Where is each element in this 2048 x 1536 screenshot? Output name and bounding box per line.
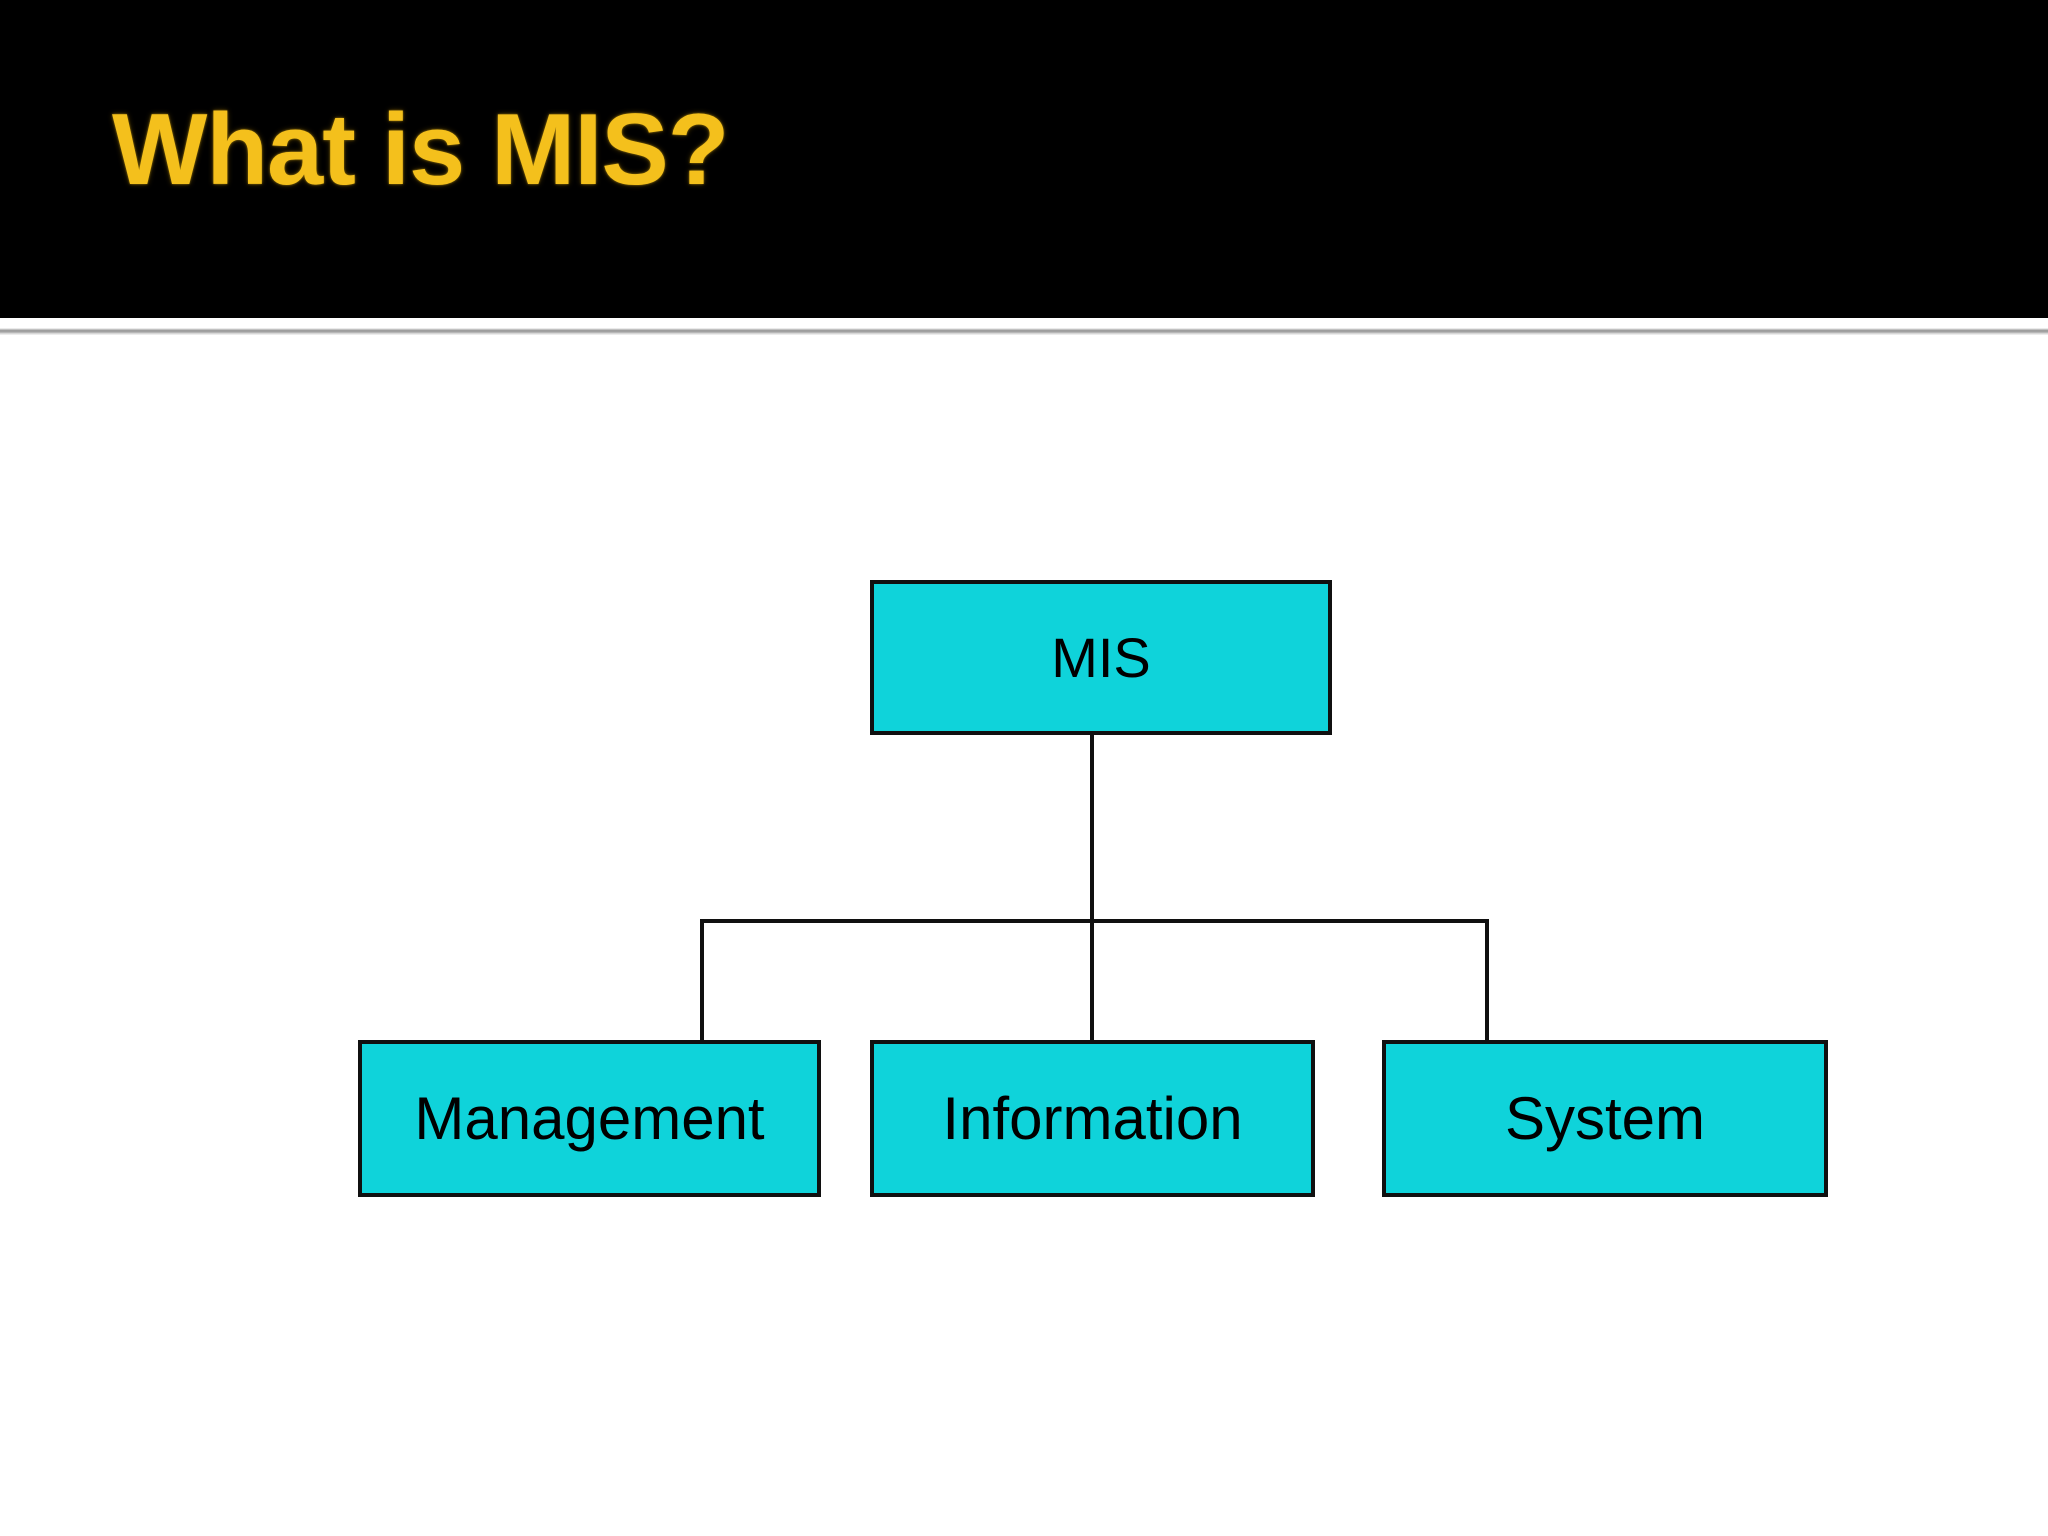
node-information: Information — [870, 1040, 1315, 1197]
node-mis-label: MIS — [1051, 626, 1151, 689]
node-information-label: Information — [942, 1085, 1243, 1152]
connector-drop-system — [1485, 919, 1489, 1042]
node-management-label: Management — [414, 1085, 765, 1152]
node-system: System — [1382, 1040, 1828, 1197]
slide-header-band: What is MIS? — [0, 0, 2048, 318]
connector-drop-management — [700, 919, 704, 1042]
header-divider-rule — [0, 328, 2048, 335]
connector-horizontal-bus — [700, 919, 1489, 923]
page-title: What is MIS? — [112, 94, 729, 206]
connector-root-vertical — [1090, 735, 1094, 1042]
node-management: Management — [358, 1040, 821, 1197]
node-mis: MIS — [870, 580, 1332, 735]
node-system-label: System — [1504, 1085, 1706, 1152]
